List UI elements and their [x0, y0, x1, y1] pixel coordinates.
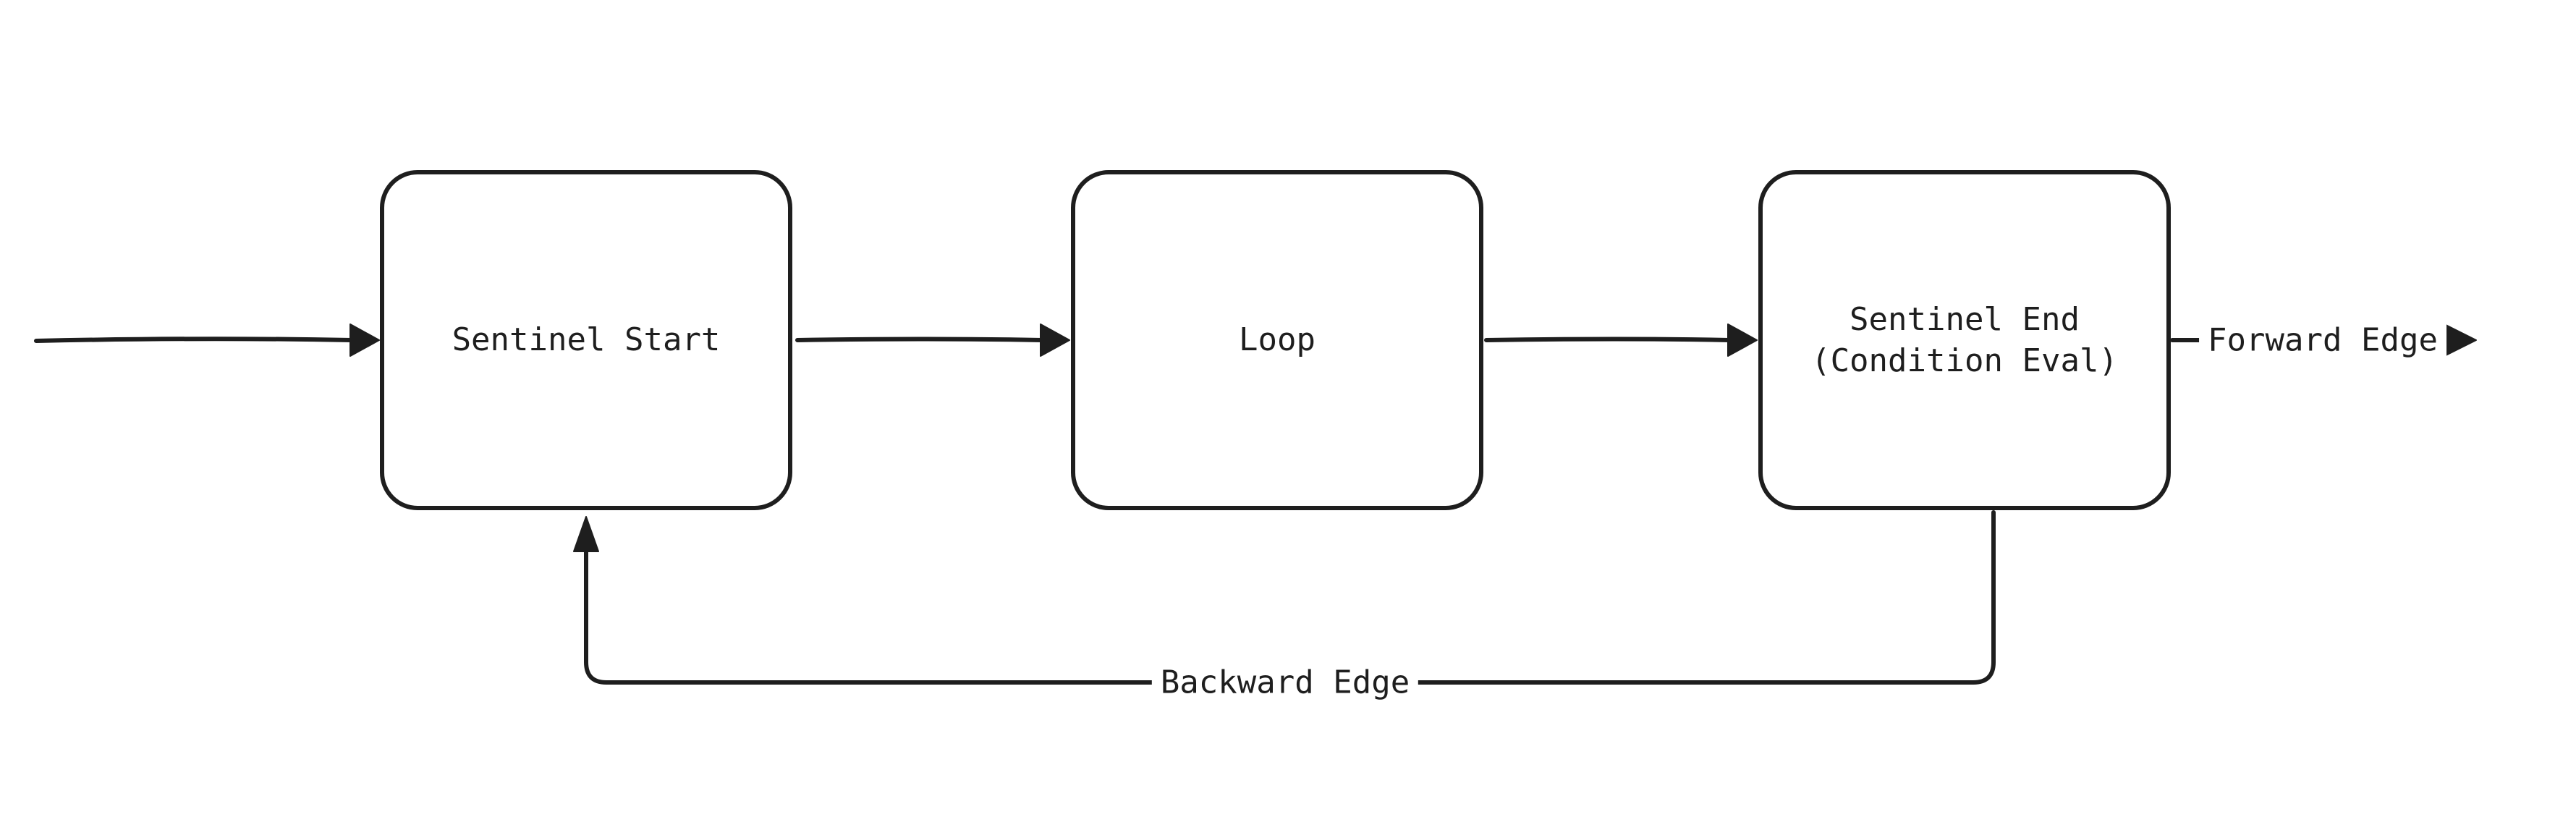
- start-to-loop-edge-line: [795, 337, 1044, 342]
- backward-arrowhead-up-icon: [573, 516, 599, 552]
- start-to-loop-arrowhead-right-icon: [1040, 323, 1070, 357]
- backward-edge-label: Backward Edge: [1151, 664, 1419, 701]
- entry-edge-line: [34, 337, 354, 343]
- forward-arrowhead-right-icon: [2445, 324, 2477, 356]
- node-sentinel-end-label: Sentinel End (Condition Eval): [1811, 300, 2118, 379]
- loop-to-end-edge-line: [1484, 337, 1732, 342]
- loop-to-end-arrowhead-right-icon: [1727, 323, 1758, 357]
- backward-edge-line: [584, 510, 1996, 685]
- node-loop: Loop: [1071, 170, 1483, 510]
- node-sentinel-start: Sentinel Start: [380, 170, 792, 510]
- entry-arrowhead-right-icon: [349, 323, 380, 357]
- node-sentinel-start-label: Sentinel Start: [452, 321, 721, 359]
- node-sentinel-end: Sentinel End (Condition Eval): [1758, 170, 2171, 510]
- node-loop-label: Loop: [1239, 321, 1315, 359]
- forward-edge-label: Forward Edge: [2199, 321, 2446, 359]
